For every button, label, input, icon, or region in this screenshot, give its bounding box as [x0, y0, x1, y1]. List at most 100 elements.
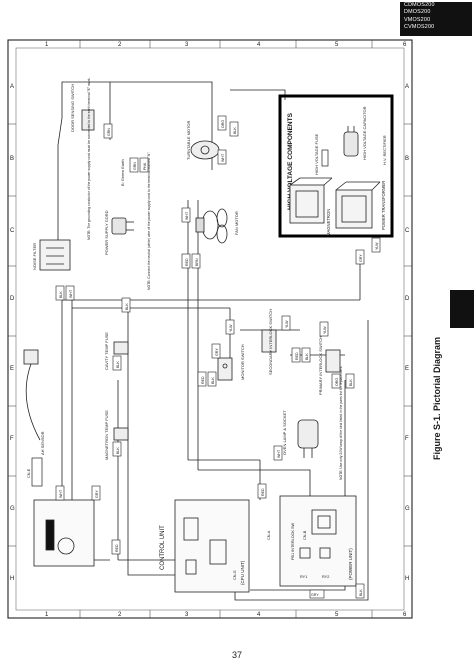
- magnetron-icon: [289, 177, 333, 224]
- grid-col-label: 6: [403, 612, 407, 618]
- wire-tag: GRY: [359, 254, 363, 262]
- wire-tag: BLK: [233, 127, 237, 134]
- grid-col-label: 6: [403, 42, 407, 48]
- grid-row-label: H: [405, 576, 409, 582]
- wire-tag: RED: [295, 352, 299, 360]
- grid-col-label: 4: [257, 42, 261, 48]
- wire-tag: GRN: [133, 162, 137, 170]
- relay-ry1-label: RY1: [300, 575, 307, 579]
- grid-row-label: G: [405, 506, 410, 512]
- high-voltage-box: [278, 94, 394, 238]
- grid-row-label: D: [405, 296, 410, 302]
- capacitor-label: HIGH VOLTAGE CAPACITOR: [362, 106, 367, 160]
- wire-tag: GRY: [311, 593, 319, 597]
- grid-row-label: B: [405, 156, 409, 162]
- grid-row-label: C: [10, 228, 15, 234]
- noise-filter-icon: [39, 239, 71, 271]
- grid-row-label: F: [405, 436, 409, 442]
- grid-col-label: 1: [45, 612, 49, 618]
- connector-cn-e: [31, 457, 43, 487]
- wire-tag: GRY: [215, 348, 219, 356]
- power-unit-label: (POWER UNIT): [348, 548, 353, 580]
- power-plug-icon: [111, 217, 134, 235]
- wire-tag: WHT: [277, 449, 281, 458]
- wire: [250, 380, 346, 591]
- control-panel-icon: [33, 499, 95, 567]
- grid-col-label: 5: [335, 42, 339, 48]
- high-voltage-label: HIGH VOLTAGE COMPONENTS: [287, 112, 294, 210]
- wire-tag: BRN: [195, 258, 199, 266]
- wire: [198, 469, 311, 500]
- wire-tag: BLK: [359, 589, 363, 596]
- wire-tag: BLK: [125, 303, 129, 310]
- secondary-interlock-label: SECONDARY INTERLOCK SWITCH: [268, 309, 273, 375]
- control-unit-label: CONTROL UNIT: [160, 525, 166, 570]
- cavity-temp-fuse-icon: [113, 341, 129, 355]
- grounding-note: NOTE: The grounding conductor of the pow…: [87, 77, 91, 240]
- wire-tag: GRN: [107, 128, 111, 136]
- model-name: CVMOS200: [404, 24, 435, 31]
- wire-tag: BLK: [305, 353, 309, 360]
- grid-row-label: A: [10, 84, 14, 90]
- turntable-motor-icon: [190, 140, 220, 160]
- wire-tag: BLK: [349, 379, 353, 386]
- ah-sensor-label: AH SENSOR: [40, 431, 45, 455]
- wire: [234, 320, 369, 601]
- wire-tag: RED: [115, 544, 119, 552]
- magnetron-temp-fuse-icon: [113, 427, 129, 441]
- page-number: 37: [231, 650, 242, 660]
- grid-col-label: 1: [45, 42, 49, 48]
- lamp-note: NOTE: Use only 20W lamp of the kind list…: [339, 366, 343, 480]
- grid-row-label: E: [405, 366, 409, 372]
- cavity-temp-fuse-label: CAVITY TEMP FUSE: [104, 332, 109, 370]
- wire-tag: WHT: [69, 289, 73, 298]
- interlock-pb1-label: PB1 INTERLOCK SW: [291, 522, 295, 560]
- cn-a-label: CN-A: [267, 530, 271, 540]
- wire-tag: WHT: [59, 489, 63, 498]
- door-sensing-label: DOOR SENSING SWITCH: [70, 84, 75, 132]
- wire-tag: RED: [201, 376, 205, 384]
- grid-row-label: G: [10, 506, 15, 512]
- cn-b-label: CN-B: [303, 530, 307, 540]
- primary-interlock-icon: [325, 349, 341, 373]
- wire: [57, 117, 63, 240]
- wire-tag: RED: [261, 488, 265, 496]
- power-unit-board: [279, 495, 357, 587]
- rectifier-label: H.V. RECTIFIER: [382, 135, 387, 165]
- grid-col-label: 2: [118, 612, 122, 618]
- secondary-interlock-icon: [261, 329, 277, 353]
- fan-motor-label: FAN MOTOR: [234, 211, 239, 235]
- wire-tag: WHT: [221, 153, 225, 162]
- turntable-motor-label: TURNTABLE MOTOR: [186, 120, 191, 160]
- wire-tag: YLW: [229, 324, 233, 332]
- grid-col-label: 3: [185, 42, 189, 48]
- power-cord-label: POWER SUPPLY CORD: [104, 210, 109, 255]
- hv-fuse-label: HIGH VOLTAGE FUSE: [314, 133, 319, 175]
- noise-filter-label: NOISE FILTER: [32, 243, 37, 270]
- grid-row-label: E: [10, 366, 14, 372]
- wire-tag: BLK: [116, 361, 120, 368]
- model-list: CDMOS200 DMOS200 VMOS200 CVMOS200: [400, 2, 472, 36]
- grid-col-label: 3: [185, 612, 189, 618]
- cn-e-label: CN-E: [27, 468, 31, 478]
- grid-col-label: 4: [257, 612, 261, 618]
- grid-row-label: A: [405, 84, 409, 90]
- wire-tag: YLW: [375, 242, 379, 250]
- relay-ry2-label: RY2: [322, 575, 329, 579]
- green-earth-label: B: Green Earth: [120, 159, 125, 186]
- wire-tag: PNK: [143, 162, 147, 170]
- wire-tag: BLK: [211, 377, 215, 384]
- diagram-frame: [7, 39, 413, 619]
- magnetron-label: MAGNETRON: [326, 209, 331, 236]
- primary-interlock-label: PRIMARY INTERLOCK SWITCH: [318, 336, 323, 395]
- model-name: VMOS200: [404, 16, 431, 23]
- grid-col-label: 5: [335, 612, 339, 618]
- wire: [61, 81, 213, 118]
- model-name: DMOS200: [404, 9, 431, 16]
- wire-tag: BLK: [116, 447, 120, 454]
- transformer-label: POWER TRANSFORMER: [381, 181, 386, 230]
- fan-motor-icon: [195, 208, 228, 244]
- magnetron-temp-fuse-label: MAGNETRON TEMP FUSE: [104, 410, 109, 460]
- wire-tag: ORG: [335, 378, 339, 386]
